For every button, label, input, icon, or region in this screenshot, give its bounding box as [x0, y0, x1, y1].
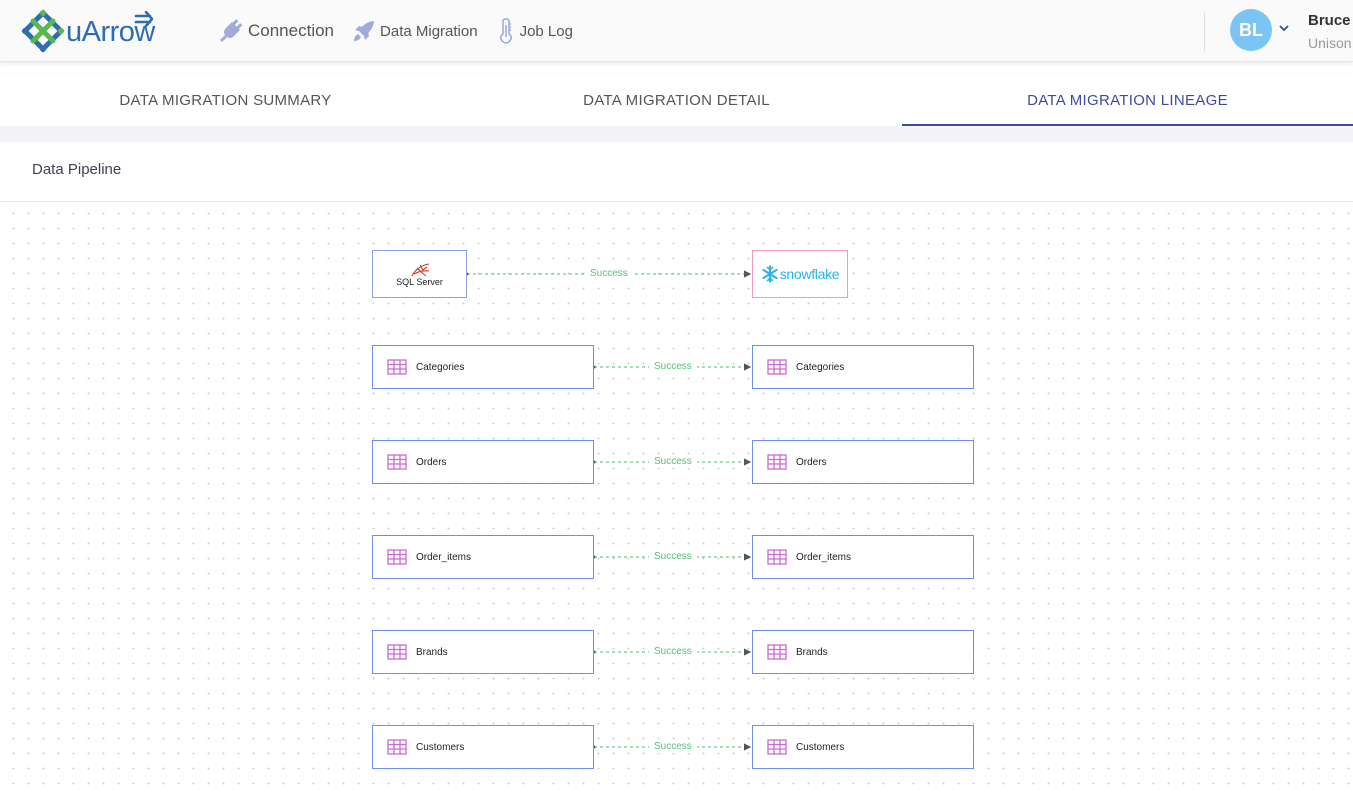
- sql-server-icon: [411, 262, 429, 276]
- arrow-right-icon: [134, 11, 154, 28]
- target-snowflake-node[interactable]: snowflake: [752, 250, 848, 298]
- table-name: Brands: [416, 646, 448, 658]
- nav-job-log-label: Job Log: [519, 22, 573, 40]
- chevron-down-icon[interactable]: [1278, 22, 1290, 34]
- avatar[interactable]: BL: [1230, 9, 1272, 51]
- edge-status-label: Success: [649, 646, 697, 658]
- table-name: Brands: [796, 646, 828, 658]
- pipeline-canvas[interactable]: Success Success Success Success Success …: [0, 202, 1353, 795]
- source-table-node[interactable]: Order_items: [372, 535, 594, 579]
- top-navbar: uArrow Connection: [0, 0, 1353, 62]
- table-icon: [767, 454, 787, 470]
- table-icon: [767, 644, 787, 660]
- nav-connection-label: Connection: [248, 21, 335, 40]
- thermometer-icon: [496, 18, 516, 44]
- tab-data-migration-detail[interactable]: DATA MIGRATION DETAIL: [583, 91, 770, 109]
- tab-data-migration-lineage[interactable]: DATA MIGRATION LINEAGE: [902, 74, 1353, 126]
- table-name: Order_items: [796, 551, 852, 563]
- user-name: Bruce: [1308, 12, 1351, 29]
- tab-data-migration-summary[interactable]: DATA MIGRATION SUMMARY: [119, 91, 332, 109]
- table-name: Customers: [796, 741, 845, 753]
- target-table-node[interactable]: Customers: [752, 725, 974, 769]
- nav-job-log[interactable]: Job Log: [496, 18, 573, 44]
- source-table-node[interactable]: Brands: [372, 630, 594, 674]
- table-name: Categories: [796, 361, 845, 373]
- target-table-node[interactable]: Brands: [752, 630, 974, 674]
- source-sql-server-node[interactable]: SQL Server: [372, 250, 467, 298]
- edge-status-label: Success: [649, 361, 697, 373]
- table-name: Order_items: [416, 551, 472, 563]
- table-name: Orders: [416, 456, 447, 468]
- table-icon: [767, 739, 787, 755]
- nav-data-migration-label: Data Migration: [380, 22, 478, 40]
- table-name: Orders: [796, 456, 827, 468]
- panel-title: Data Pipeline: [32, 161, 122, 178]
- edge-status-label: Success: [649, 741, 697, 753]
- table-icon: [767, 359, 787, 375]
- section-spacer: [0, 126, 1353, 142]
- user-org: Unison: [1308, 35, 1352, 51]
- table-icon: [387, 359, 407, 375]
- migration-tabs: DATA MIGRATION SUMMARY DATA MIGRATION DE…: [0, 74, 1353, 126]
- table-name: Categories: [416, 361, 465, 373]
- panel-header: Data Pipeline: [0, 142, 1353, 202]
- snowflake-icon: [762, 265, 778, 283]
- table-icon: [387, 454, 407, 470]
- table-icon: [387, 549, 407, 565]
- source-table-node[interactable]: Customers: [372, 725, 594, 769]
- source-db-name: SQL Server: [396, 276, 443, 287]
- main-nav: Connection Data Migration: [218, 14, 591, 48]
- uarrow-logo[interactable]: uArrow: [20, 9, 165, 55]
- source-table-node[interactable]: Orders: [372, 440, 594, 484]
- navbar-divider: [1204, 13, 1205, 51]
- table-icon: [387, 644, 407, 660]
- table-name: Customers: [416, 741, 465, 753]
- nav-data-migration[interactable]: Data Migration: [352, 19, 478, 43]
- target-table-node[interactable]: Orders: [752, 440, 974, 484]
- table-icon: [767, 549, 787, 565]
- edge-status-label: Success: [585, 268, 633, 280]
- pipeline-edges: [465, 270, 752, 751]
- target-table-node[interactable]: Order_items: [752, 535, 974, 579]
- nav-connection[interactable]: Connection: [218, 18, 334, 44]
- target-table-node[interactable]: Categories: [752, 345, 974, 389]
- rocket-icon: [352, 19, 376, 43]
- plug-icon: [218, 18, 244, 44]
- table-icon: [387, 739, 407, 755]
- edge-status-label: Success: [649, 551, 697, 563]
- edge-status-label: Success: [649, 456, 697, 468]
- uarrow-logo-mark-icon: [21, 9, 65, 53]
- source-table-node[interactable]: Categories: [372, 345, 594, 389]
- target-db-name: snowflake: [779, 266, 840, 282]
